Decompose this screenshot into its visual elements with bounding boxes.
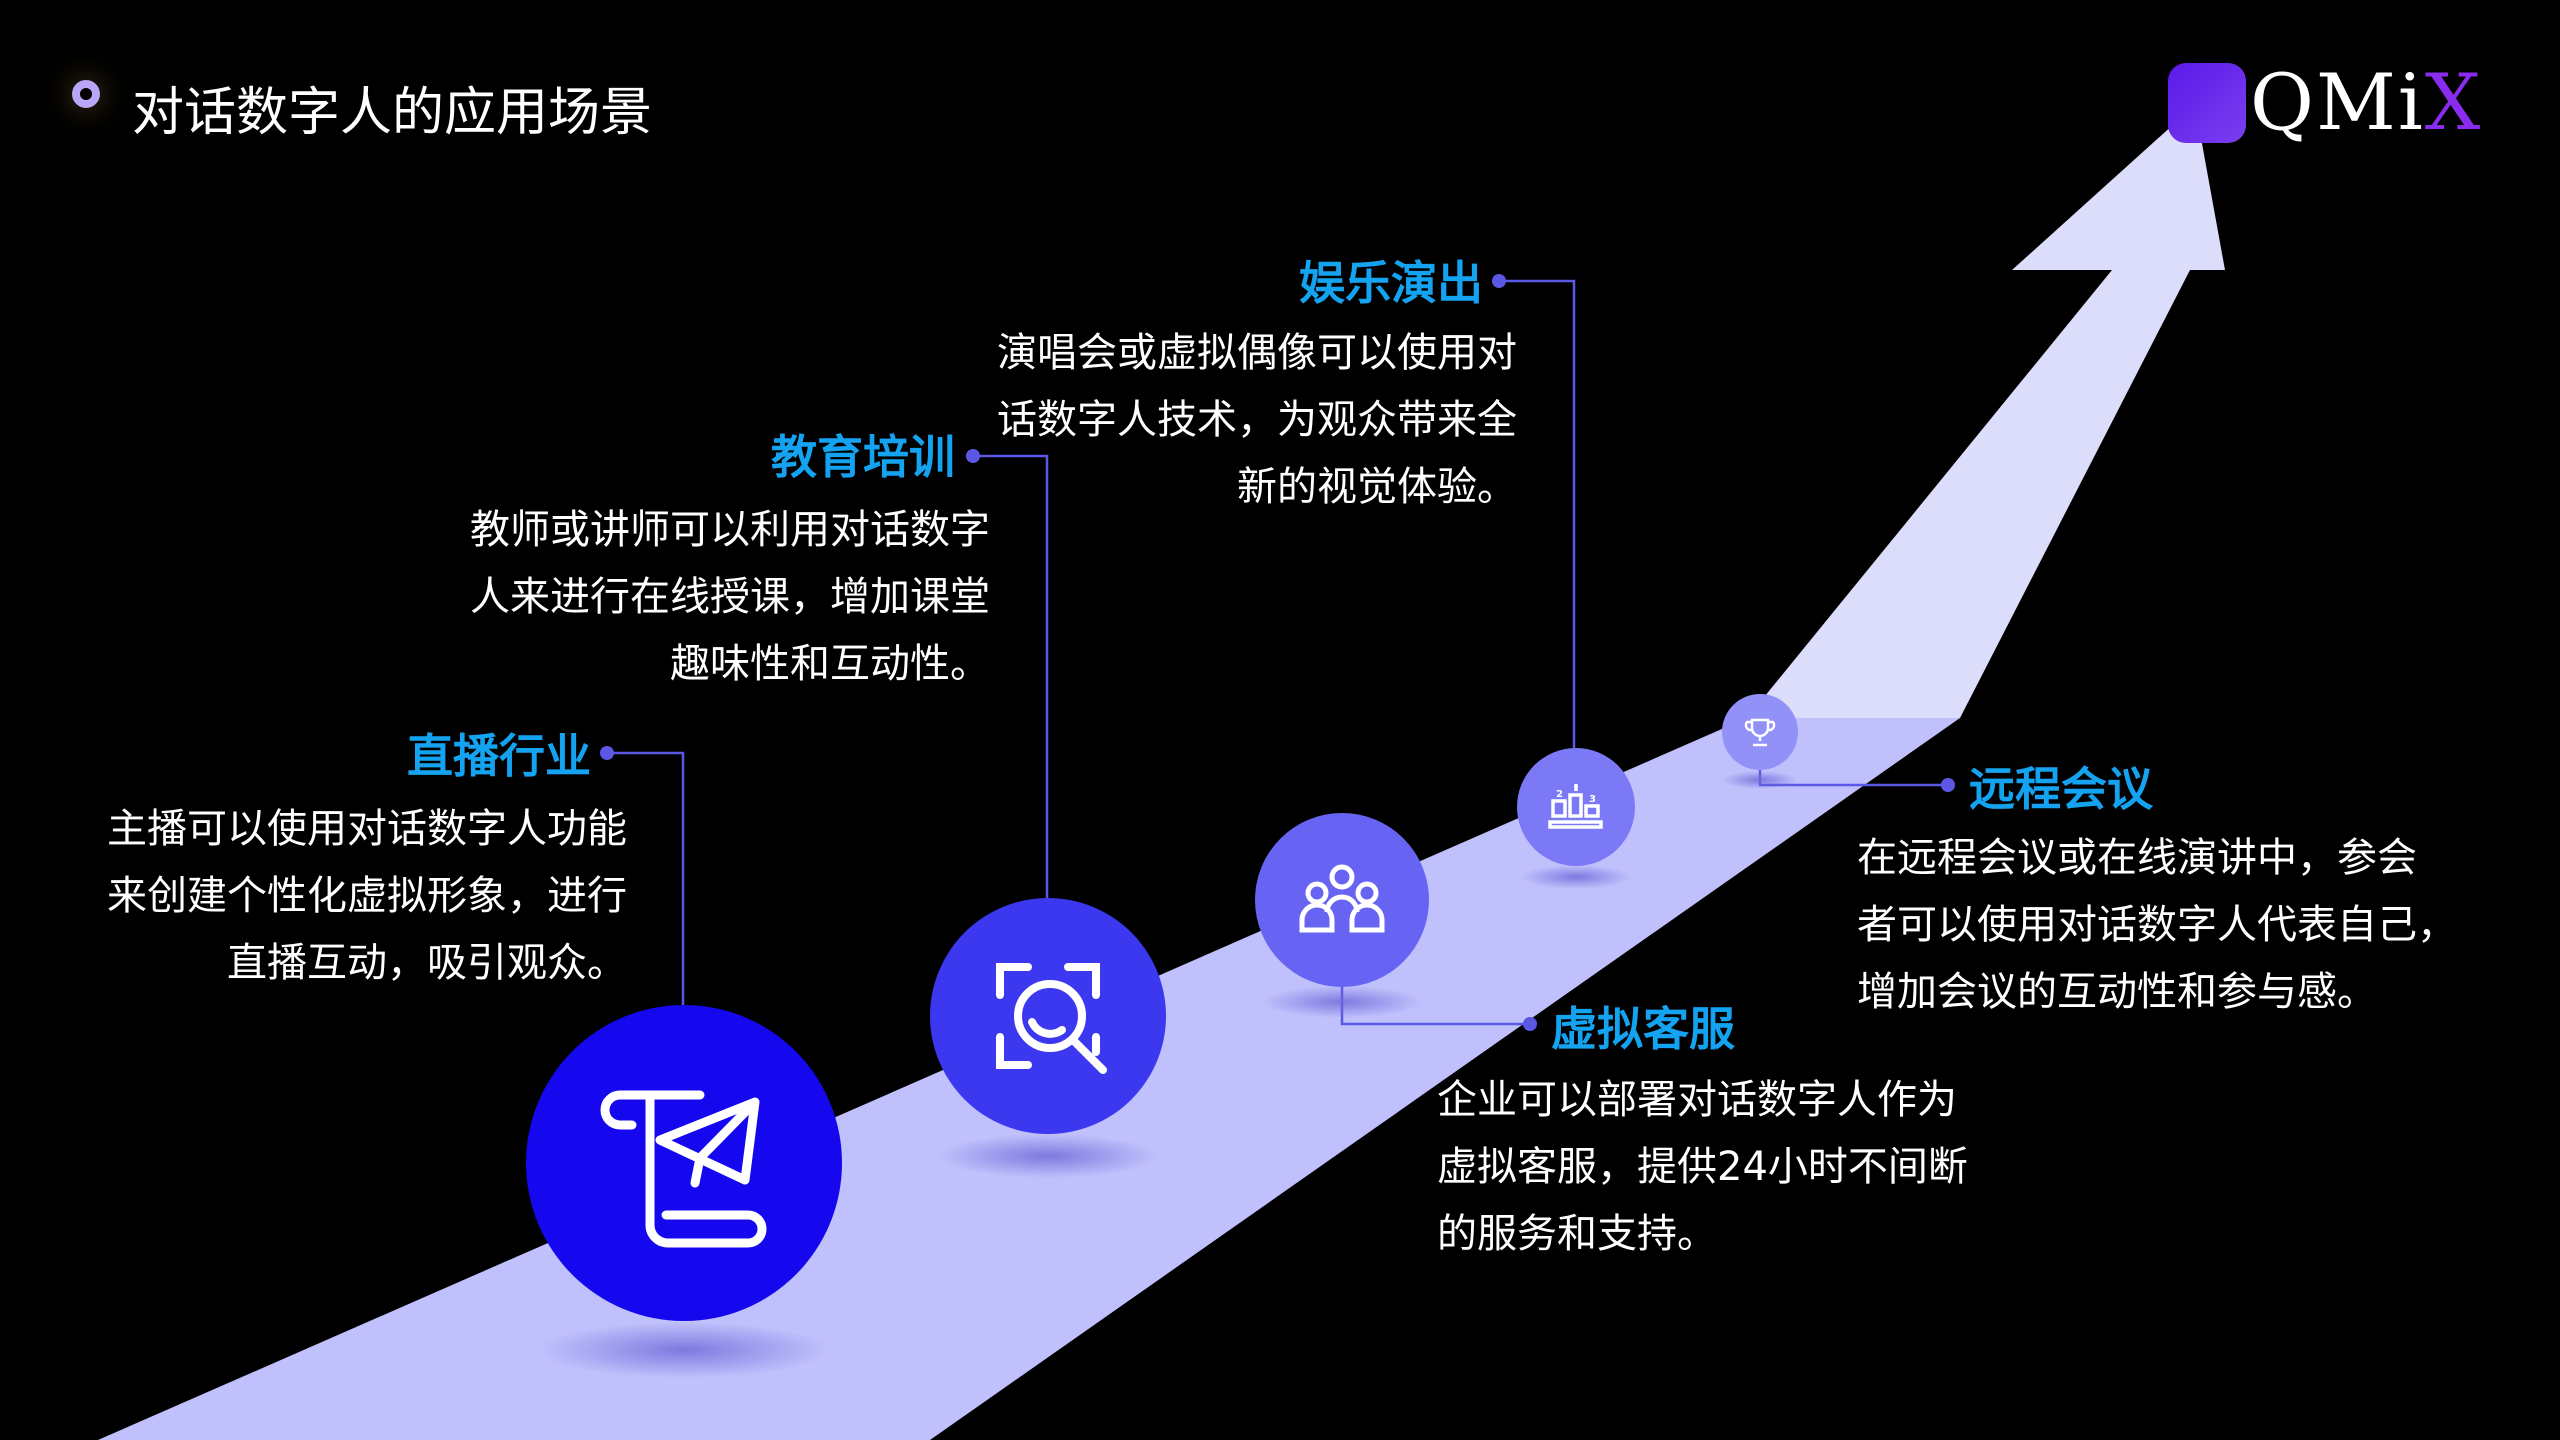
title-bullet-icon [72, 80, 100, 108]
scenario-title-entertainment: 娱乐演出 [1299, 256, 1483, 310]
svg-text:2: 2 [1556, 789, 1563, 800]
scenario-desc-service: 企业可以部署对话数字人作为虚拟客服，提供24小时不间断的服务和支持。 [1437, 1077, 1968, 1257]
connector-dot [1941, 778, 1955, 792]
scenario-circle-meeting [1722, 694, 1798, 770]
connector-dot [1523, 1017, 1537, 1031]
page-title: 对话数字人的应用场景 [132, 83, 653, 143]
scenario-desc-meeting: 在远程会议或在线演讲中，参会者可以使用对话数字人代表自己，增加会议的互动性和参与… [1857, 835, 2457, 1015]
connector-line [607, 751, 685, 1005]
svg-text:3: 3 [1589, 794, 1596, 805]
connector-dot [1492, 274, 1506, 288]
qmix-logo: QMiX [2168, 58, 2482, 148]
scenario-desc-livestream: 主播可以使用对话数字人功能来创建个性化虚拟形象，进行直播互动，吸引观众。 [107, 806, 627, 986]
connector-dot [966, 449, 980, 463]
scenario-title-education: 教育培训 [771, 430, 955, 484]
connector-line [973, 454, 1049, 898]
scenario-circle-entertainment [1517, 748, 1635, 866]
podium-ranking-icon: 2 3 [1548, 784, 1603, 829]
logo-mark-icon [2168, 63, 2246, 143]
trophy-icon [1744, 718, 1776, 747]
connector-dot [600, 746, 614, 760]
scenario-title-meeting: 远程会议 [1969, 762, 2153, 816]
scenario-circle-livestream [526, 1005, 842, 1321]
scroll-paper-plane-icon [600, 1090, 767, 1248]
scenario-desc-entertainment: 演唱会或虚拟偶像可以使用对话数字人技术，为观众带来全新的视觉体验。 [997, 330, 1517, 510]
scenario-desc-education: 教师或讲师可以利用对话数字人来进行在线授课，增加课堂趣味性和互动性。 [470, 507, 990, 687]
group-users-icon [1299, 864, 1385, 933]
scenario-circle-education [930, 898, 1166, 1134]
scenario-title-service: 虚拟客服 [1551, 1002, 1735, 1056]
face-scan-icon [996, 963, 1107, 1074]
arrow-shaft [1747, 105, 2225, 718]
scenario-circle-service [1255, 813, 1429, 987]
scenario-title-livestream: 直播行业 [407, 729, 591, 783]
connector-line [1499, 279, 1576, 748]
